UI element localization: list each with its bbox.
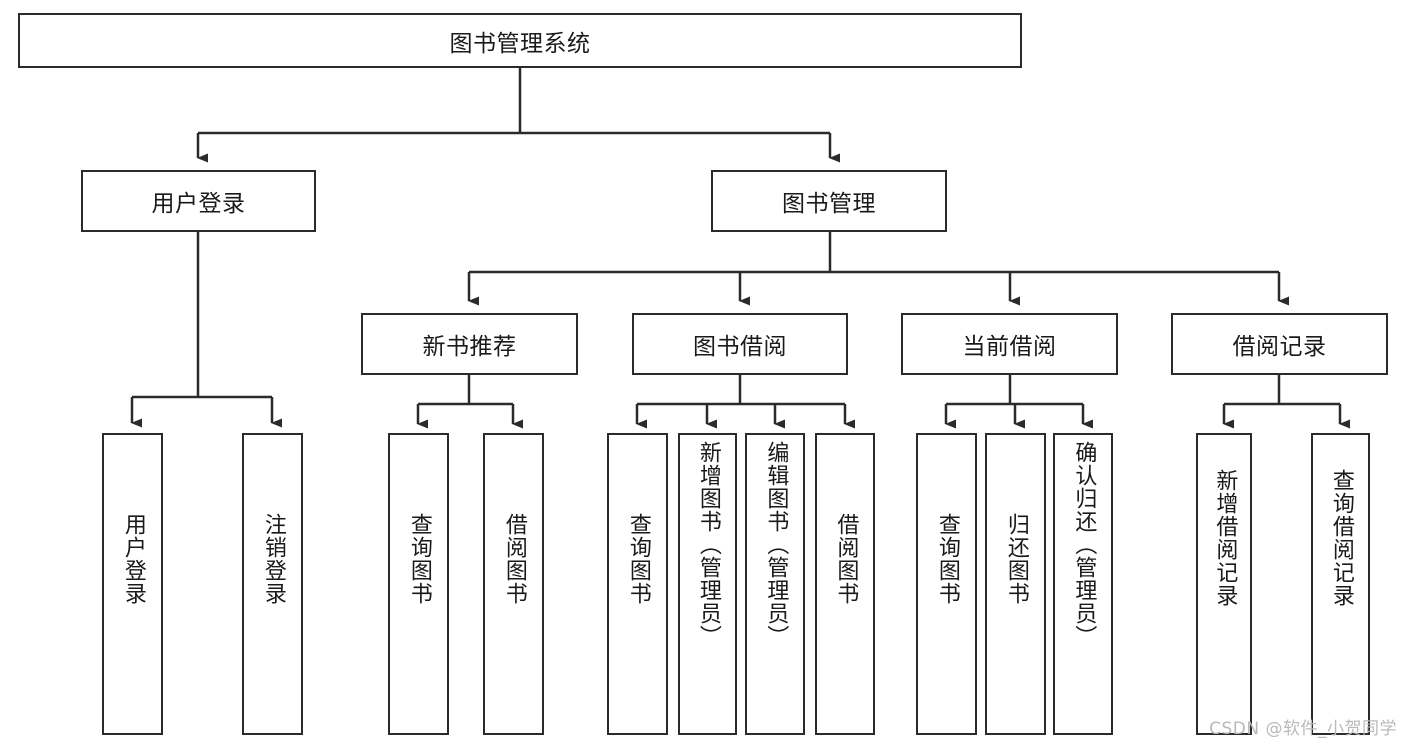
leaf-query-book-3[interactable]: 查询图书 bbox=[916, 433, 977, 735]
leaf-add-book-label: 新增图书（管理员） bbox=[695, 441, 721, 648]
leaf-query-book-3-label: 查询图书 bbox=[934, 513, 960, 605]
leaf-user-login[interactable]: 用户登录 bbox=[102, 433, 163, 735]
leaf-return-book-label: 归还图书 bbox=[1003, 513, 1029, 605]
node-book-borrow-label: 图书借阅 bbox=[693, 334, 787, 360]
node-root-system[interactable]: 图书管理系统 bbox=[18, 13, 1022, 68]
node-book-borrow[interactable]: 图书借阅 bbox=[632, 313, 848, 375]
node-book-manage-label: 图书管理 bbox=[782, 191, 876, 217]
leaf-query-book-2[interactable]: 查询图书 bbox=[607, 433, 668, 735]
leaf-edit-book[interactable]: 编辑图书（管理员） bbox=[745, 433, 805, 735]
leaf-edit-book-label: 编辑图书（管理员） bbox=[763, 441, 789, 648]
node-current-borrow[interactable]: 当前借阅 bbox=[901, 313, 1118, 375]
leaf-query-record-label: 查询借阅记录 bbox=[1328, 469, 1354, 607]
leaf-logout-login-label: 注销登录 bbox=[260, 513, 286, 605]
node-borrow-record[interactable]: 借阅记录 bbox=[1171, 313, 1388, 375]
leaf-logout-login[interactable]: 注销登录 bbox=[242, 433, 303, 735]
leaf-borrow-book-2[interactable]: 借阅图书 bbox=[815, 433, 875, 735]
node-root-label: 图书管理系统 bbox=[449, 30, 591, 57]
node-borrow-record-label: 借阅记录 bbox=[1232, 334, 1327, 360]
leaf-borrow-book-1-label: 借阅图书 bbox=[501, 513, 527, 605]
leaf-borrow-book-2-label: 借阅图书 bbox=[833, 513, 859, 605]
leaf-confirm-return-label: 确认归还（管理员） bbox=[1071, 441, 1097, 648]
leaf-confirm-return[interactable]: 确认归还（管理员） bbox=[1053, 433, 1113, 735]
leaf-add-record[interactable]: 新增借阅记录 bbox=[1196, 433, 1252, 735]
leaf-borrow-book-1[interactable]: 借阅图书 bbox=[483, 433, 544, 735]
csdn-watermark: CSDN @软件_小贺同学 bbox=[1209, 719, 1397, 739]
leaf-query-book-1-label: 查询图书 bbox=[406, 513, 432, 605]
node-current-borrow-label: 当前借阅 bbox=[962, 334, 1057, 360]
node-user-login-label: 用户登录 bbox=[151, 191, 246, 217]
leaf-query-record[interactable]: 查询借阅记录 bbox=[1311, 433, 1370, 735]
leaf-user-login-label: 用户登录 bbox=[120, 513, 146, 605]
node-new-book-recommend[interactable]: 新书推荐 bbox=[361, 313, 578, 375]
leaf-add-book[interactable]: 新增图书（管理员） bbox=[678, 433, 737, 735]
leaf-query-book-2-label: 查询图书 bbox=[625, 513, 651, 605]
node-new-book-recommend-label: 新书推荐 bbox=[422, 334, 517, 360]
leaf-query-book-1[interactable]: 查询图书 bbox=[388, 433, 449, 735]
node-user-login[interactable]: 用户登录 bbox=[81, 170, 316, 232]
node-book-manage[interactable]: 图书管理 bbox=[711, 170, 947, 232]
leaf-return-book[interactable]: 归还图书 bbox=[985, 433, 1046, 735]
leaf-add-record-label: 新增借阅记录 bbox=[1212, 469, 1238, 607]
